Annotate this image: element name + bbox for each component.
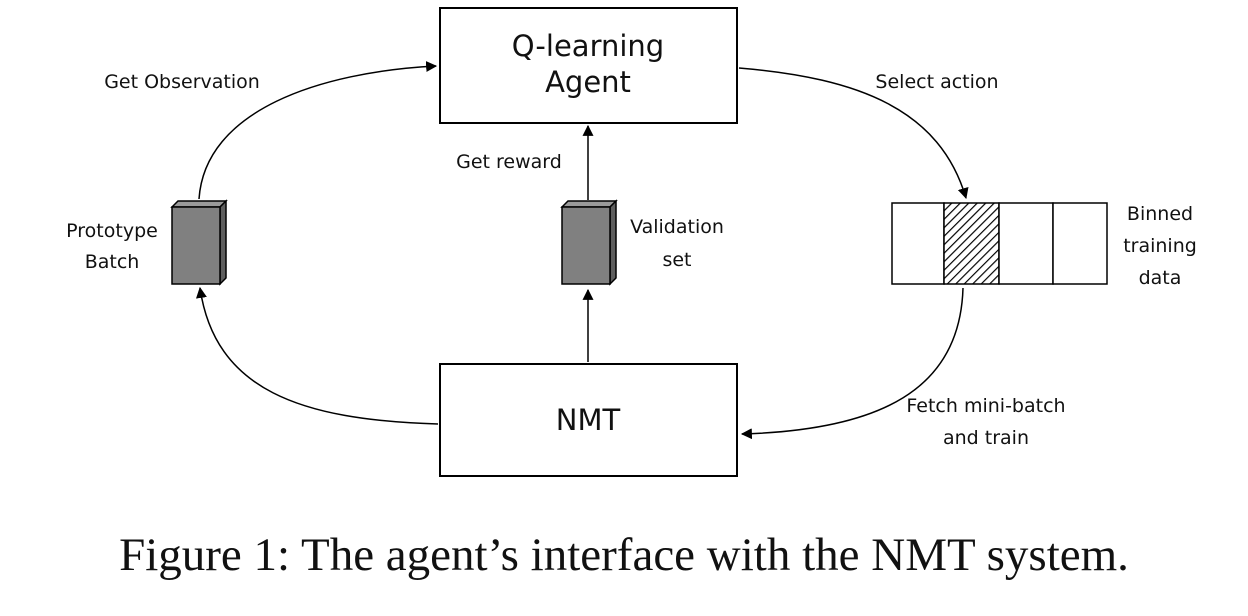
arrow-fetch-minibatch bbox=[740, 287, 964, 440]
arrow-get-observation bbox=[198, 61, 438, 200]
binned-data-label-line-3: data bbox=[1139, 267, 1182, 289]
validation-set-label-line-2: set bbox=[662, 249, 691, 271]
bin-4 bbox=[1052, 202, 1108, 285]
get-observation-label: Get Observation bbox=[104, 71, 260, 93]
agent-label-line-2: Agent bbox=[545, 65, 631, 99]
binned-data-label-line-2: training bbox=[1123, 235, 1197, 257]
bin-1 bbox=[891, 202, 945, 285]
select-action-label: Select action bbox=[875, 71, 998, 93]
nmt-label: NMT bbox=[556, 403, 621, 437]
get-reward-label: Get reward bbox=[456, 151, 562, 173]
prototype-batch-node: Prototype Batch bbox=[66, 199, 228, 286]
agent-label-line-1: Q-learning bbox=[512, 29, 664, 63]
validation-set-node: Validation set bbox=[560, 199, 724, 286]
fetch-minibatch-label-line-2: and train bbox=[943, 427, 1029, 449]
arrow-nmt-to-prototype bbox=[196, 286, 439, 425]
nmt-node: NMT bbox=[439, 363, 738, 477]
fetch-minibatch-label-line-1: Fetch mini-batch bbox=[906, 395, 1065, 417]
bin-2-selected bbox=[943, 202, 1000, 285]
binned-training-data-node: Binned training data bbox=[891, 202, 1197, 289]
bin-3 bbox=[998, 202, 1054, 285]
prototype-batch-label-line-2: Batch bbox=[85, 251, 140, 273]
validation-set-label-line-1: Validation bbox=[630, 216, 724, 238]
agent-node: Q-learning Agent bbox=[439, 7, 738, 124]
arrow-select-action bbox=[738, 67, 969, 200]
figure-caption: Figure 1: The agent’s interface with the… bbox=[119, 529, 1129, 581]
diagram-canvas: Q-learning Agent NMT Prototype Batch Val… bbox=[66, 7, 1197, 477]
binned-data-label-line-1: Binned bbox=[1127, 203, 1193, 225]
prototype-batch-label-line-1: Prototype bbox=[66, 220, 158, 242]
